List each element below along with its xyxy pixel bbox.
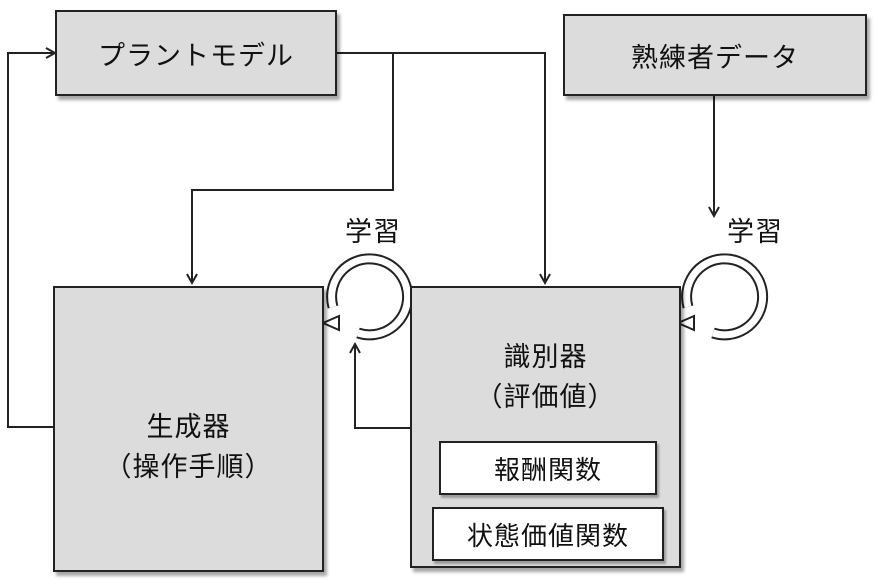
discriminator-to-generator-arrow xyxy=(355,344,410,429)
expert-data-label: 熟練者データ xyxy=(631,42,799,74)
generator-title: 生成器 xyxy=(146,412,231,443)
generator-to-plant-arrow xyxy=(7,53,55,428)
state-value-function-box: 状態価値関数 xyxy=(432,507,664,561)
generator-text: 生成器 （操作手順） xyxy=(55,408,322,488)
reward-function-label: 報酬関数 xyxy=(493,455,602,486)
discriminator-subtitle: （評価値） xyxy=(475,382,616,413)
learning-label-generator: 学習 xyxy=(345,217,401,248)
plant-model-box: プラントモデル xyxy=(55,10,337,96)
expert-data-box: 熟練者データ xyxy=(563,14,867,96)
plant-to-discriminator-arrow xyxy=(337,52,545,283)
plant-model-label: プラントモデル xyxy=(98,40,294,72)
plant-to-generator-arrow xyxy=(192,53,394,283)
generator-box: 生成器 （操作手順） xyxy=(53,286,324,572)
reward-function-box: 報酬関数 xyxy=(439,441,657,495)
state-value-function-label: 状態価値関数 xyxy=(466,521,629,552)
learning-label-discriminator: 学習 xyxy=(727,217,783,248)
generator-subtitle: （操作手順） xyxy=(104,452,273,483)
discriminator-box: 識別器 （評価値） 報酬関数 状態価値関数 xyxy=(410,286,681,568)
learning-loop-icon-left xyxy=(320,253,414,341)
discriminator-title: 識別器 xyxy=(503,342,588,373)
learning-loop-icon-right xyxy=(675,253,769,341)
discriminator-text: 識別器 （評価値） xyxy=(412,338,679,418)
